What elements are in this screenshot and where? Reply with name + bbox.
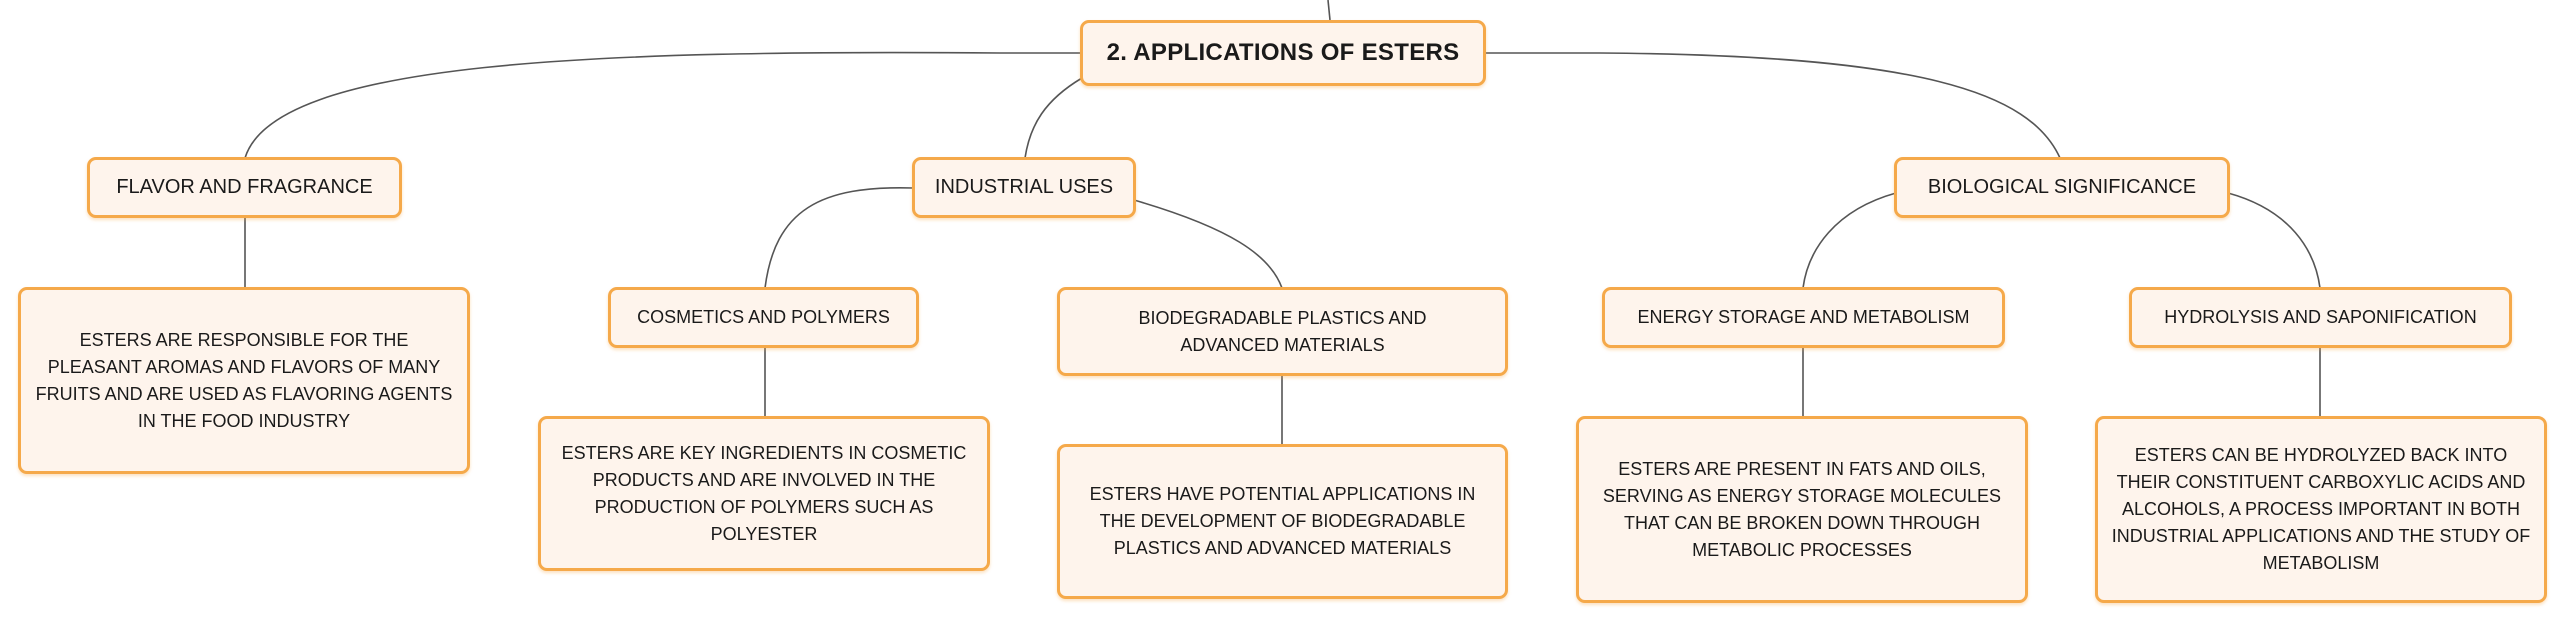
detail-energy-storage[interactable]: Esters are present in fats and oils, ser… <box>1576 416 2028 603</box>
topic-flavor-and-fragrance[interactable]: Flavor and Fragrance <box>87 157 402 218</box>
detail-hydrolysis[interactable]: Esters can be hydrolyzed back into their… <box>2095 416 2547 603</box>
topic-label: Flavor and Fragrance <box>116 176 373 198</box>
connector-root-biological <box>1484 52 2061 159</box>
connector-root-flavor <box>244 51 1082 159</box>
connector-root-incoming <box>1327 0 1331 21</box>
subtopic-cosmetics-and-polymers[interactable]: Cosmetics and Polymers <box>608 287 919 348</box>
detail-text: Esters have potential applications in th… <box>1089 484 1476 558</box>
detail-text: Esters are responsible for the pleasant … <box>35 329 453 431</box>
detail-flavor-and-fragrance[interactable]: Esters are responsible for the pleasant … <box>18 287 470 474</box>
detail-text: Esters are present in fats and oils, ser… <box>1602 458 2002 560</box>
detail-text: Esters can be hydrolyzed back into their… <box>2111 445 2531 573</box>
connector-root-industrial <box>1024 77 1083 159</box>
detail-biodegradable-plastics[interactable]: Esters have potential applications in th… <box>1057 444 1508 599</box>
topic-biological-significance[interactable]: Biological Significance <box>1894 157 2230 218</box>
subtopic-hydrolysis-and-saponification[interactable]: Hydrolysis and Saponification <box>2129 287 2512 348</box>
subtopic-label: Biodegradable Plastics and Advanced Mate… <box>1138 307 1427 355</box>
root-node-label: 2. Applications of Esters <box>1106 39 1460 66</box>
detail-text: Esters are key ingredients in cosmetic p… <box>561 442 967 544</box>
subtopic-label: Energy Storage and Metabolism <box>1637 307 1970 327</box>
topic-label: Biological Significance <box>1927 176 2197 198</box>
connector-industrial-cosmetics <box>764 186 915 289</box>
subtopic-energy-storage-and-metabolism[interactable]: Energy Storage and Metabolism <box>1602 287 2005 348</box>
subtopic-label: Cosmetics and Polymers <box>637 307 890 327</box>
connector-biological-energy <box>1802 192 1897 289</box>
subtopic-label: Hydrolysis and Saponification <box>2164 307 2477 327</box>
topic-label: Industrial Uses <box>934 176 1114 198</box>
detail-cosmetics-and-polymers[interactable]: Esters are key ingredients in cosmetic p… <box>538 416 990 571</box>
topic-industrial-uses[interactable]: Industrial Uses <box>912 157 1136 218</box>
root-node[interactable]: 2. Applications of Esters <box>1080 20 1486 86</box>
subtopic-biodegradable-plastics[interactable]: Biodegradable Plastics and Advanced Mate… <box>1057 287 1508 376</box>
connector-biological-hydrolysis <box>2227 192 2321 289</box>
connector-industrial-biodegradable <box>1133 199 1283 289</box>
